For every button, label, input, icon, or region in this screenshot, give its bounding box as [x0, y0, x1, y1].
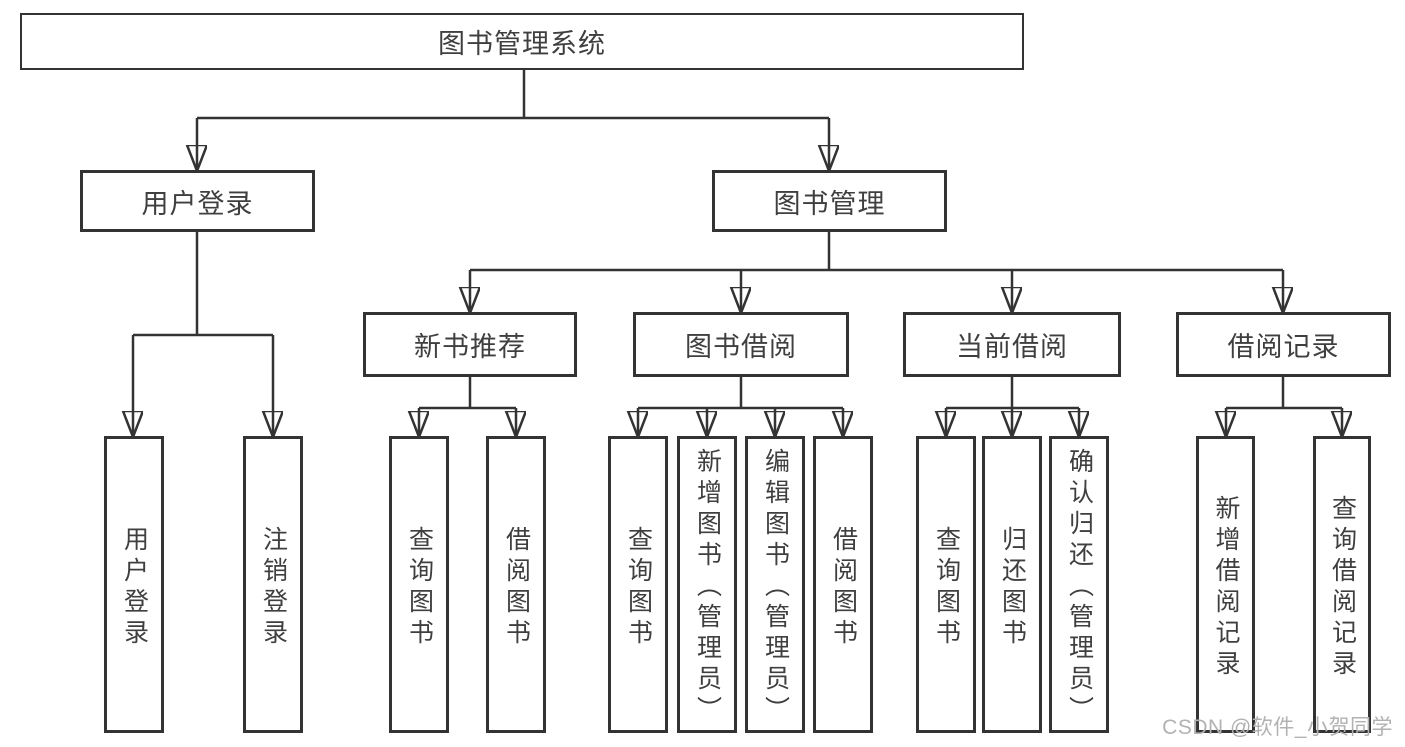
connector-borrow-records-to-leaves [1226, 377, 1342, 436]
connector-book-mgmt-to-level3 [470, 232, 1283, 312]
leaf-return-books: 归还图书 [982, 436, 1042, 733]
node-label: 借阅图书 [502, 525, 531, 650]
node-label: 确认归还（管理员） [1065, 448, 1094, 727]
node-label: 新增借阅记录 [1212, 494, 1240, 681]
connector-root-to-level2 [197, 70, 829, 170]
connector-book-borrow-to-leaves [638, 377, 843, 436]
node-current-borrow: 当前借阅 [903, 312, 1121, 377]
node-label: 注销登录 [259, 525, 288, 650]
node-new-book-recommend: 新书推荐 [363, 312, 577, 377]
node-label: 图书管理 [773, 188, 886, 219]
node-book-management-branch: 图书管理 [712, 170, 947, 232]
leaf-confirm-return-admin: 确认归还（管理员） [1049, 436, 1109, 733]
csdn-watermark: CSDN @软件_小贺同学 [1162, 716, 1393, 739]
node-label: 图书管理系统 [438, 29, 606, 59]
node-label: 图书借阅 [685, 332, 797, 362]
node-label: 查询图书 [624, 525, 653, 650]
node-label: 借阅记录 [1227, 332, 1340, 362]
node-label: 当前借阅 [956, 332, 1068, 362]
node-label: 新书推荐 [414, 332, 526, 362]
leaf-query-borrow-record: 查询借阅记录 [1313, 436, 1371, 733]
connector-current-borrow-to-leaves [946, 377, 1079, 436]
leaf-borrow-books-1: 借阅图书 [486, 436, 546, 733]
connector-user-login-to-leaves [133, 232, 273, 436]
leaf-edit-books-admin: 编辑图书（管理员） [745, 436, 805, 733]
node-label: 归还图书 [998, 525, 1027, 650]
node-label: 用户登录 [120, 525, 149, 650]
node-label: 查询图书 [405, 525, 434, 650]
node-label: 借阅图书 [829, 525, 858, 650]
node-label: 查询借阅记录 [1328, 494, 1357, 681]
leaf-user-login: 用户登录 [104, 436, 164, 733]
node-label: 编辑图书（管理员） [761, 448, 790, 727]
node-book-borrow: 图书借阅 [633, 312, 849, 377]
leaf-borrow-books-2: 借阅图书 [813, 436, 873, 733]
leaf-logout: 注销登录 [243, 436, 303, 733]
leaf-add-borrow-record: 新增借阅记录 [1196, 436, 1255, 733]
leaf-query-books-2: 查询图书 [608, 436, 668, 733]
node-user-login-branch: 用户登录 [80, 170, 315, 232]
leaf-add-books-admin: 新增图书（管理员） [677, 436, 737, 733]
node-label: 新增图书（管理员） [693, 448, 722, 727]
node-label: 查询图书 [932, 525, 961, 650]
node-root-system: 图书管理系统 [20, 13, 1024, 70]
node-borrow-records: 借阅记录 [1176, 312, 1391, 377]
leaf-query-books-3: 查询图书 [916, 436, 976, 733]
leaf-query-books-1: 查询图书 [389, 436, 449, 733]
node-label: 用户登录 [141, 188, 254, 219]
connector-new-book-rec-to-leaves [419, 377, 516, 436]
